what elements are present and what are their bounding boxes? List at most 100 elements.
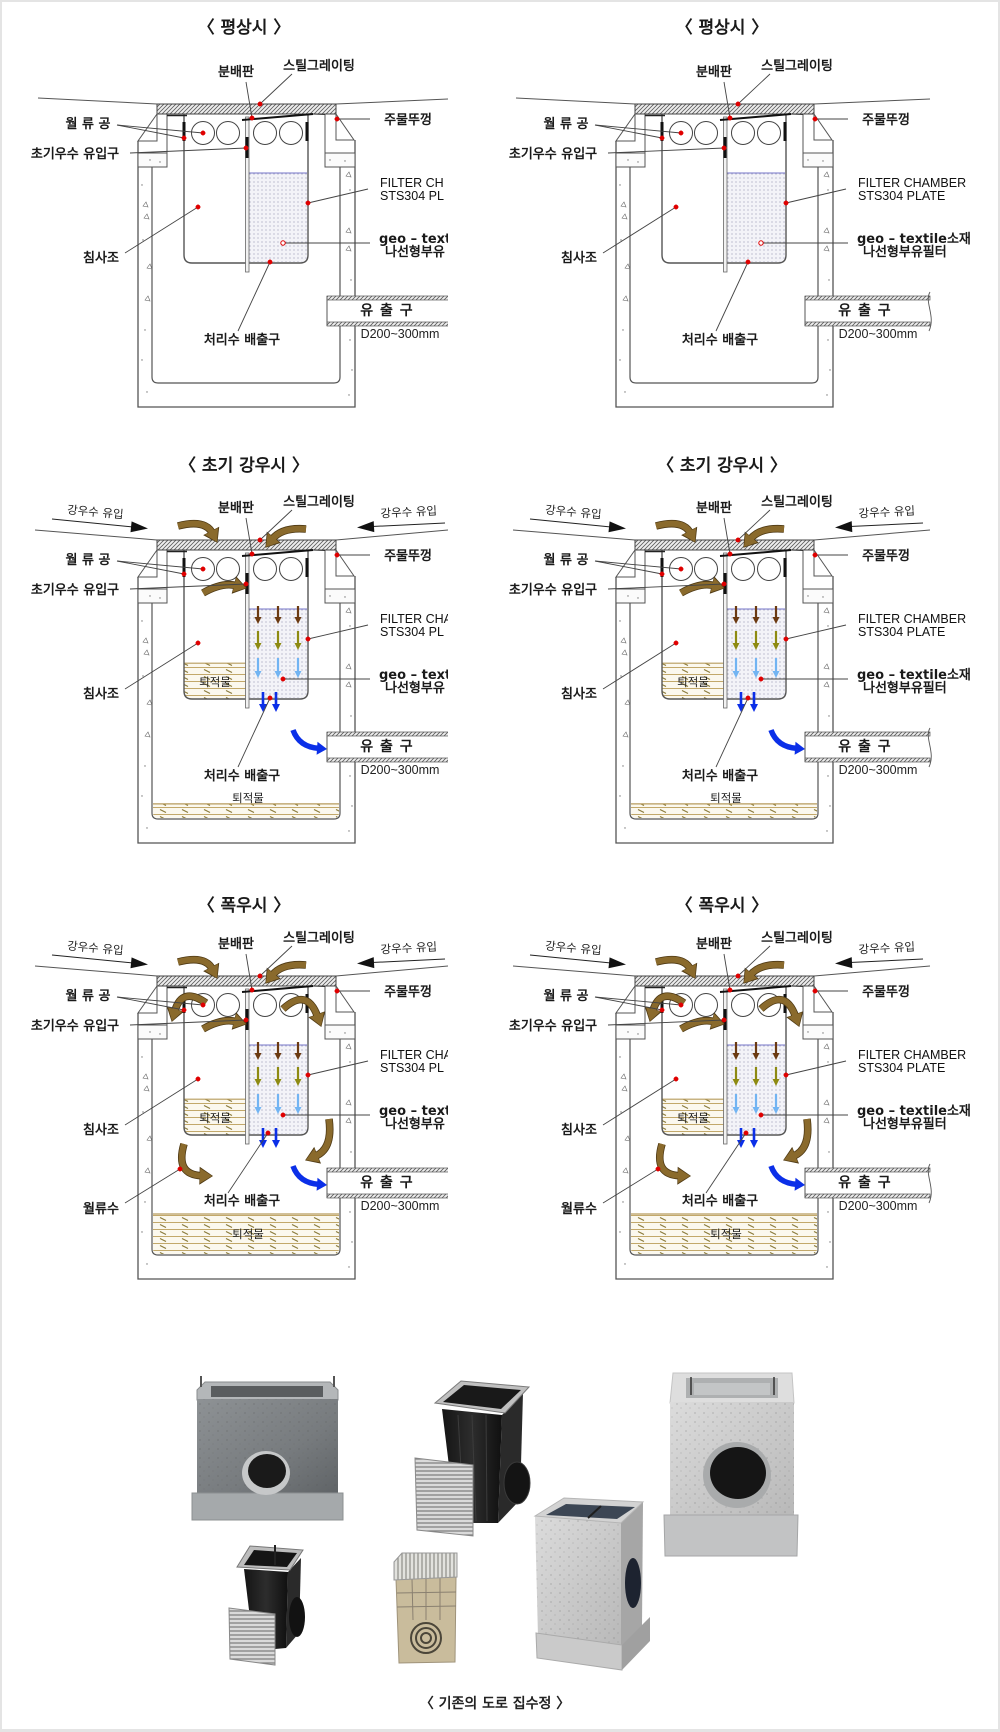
label-outflow-pipe: 유 출 구 — [838, 1174, 891, 1191]
filter-flow-arrow — [732, 1094, 740, 1114]
label-overflow-hole: 월 류 공 — [66, 116, 111, 132]
concrete-texture — [141, 1031, 353, 1268]
photo-concrete-catch-basin-angled — [533, 1497, 650, 1671]
arrow-head — [752, 1079, 760, 1086]
aggregate-mark — [142, 637, 149, 644]
marker-dot — [743, 1130, 749, 1136]
arrow-head — [752, 617, 760, 624]
photo-concrete-catch-basin-front — [191, 1376, 344, 1521]
marker-dot — [659, 135, 665, 141]
overflow-arrow — [166, 992, 209, 1022]
label-geotextile-1: geo – texti — [379, 232, 448, 247]
overflow-arrow — [644, 992, 687, 1022]
leader-line-overflow-hole — [594, 560, 663, 575]
inner-wall — [629, 1039, 819, 1256]
flow-arrows — [51, 518, 446, 755]
leader-line-distribution-plate — [723, 517, 731, 555]
marker-dot — [659, 571, 665, 577]
aggregate-dot — [619, 620, 621, 622]
arrow-head — [254, 1079, 262, 1086]
label-overflow-water: 월류수 — [561, 1201, 597, 1217]
marker-dot — [305, 1072, 311, 1078]
label-overflow-hole: 월 류 공 — [66, 552, 111, 568]
diagram-title: 〈 초기 강우시 〉 — [179, 455, 309, 476]
aggregate-mark — [143, 1085, 150, 1092]
concrete-texture — [141, 159, 353, 396]
concrete-slab-left — [137, 1024, 168, 1040]
marker-dot — [673, 1076, 679, 1082]
cast-cover-frame-right — [802, 548, 833, 589]
aggregate-mark — [823, 245, 830, 252]
catch-basin-structure — [137, 539, 448, 844]
arrow-head — [294, 1053, 302, 1060]
leader-line-filter-chamber-1 — [307, 1060, 369, 1076]
aggregate-mark — [620, 201, 627, 208]
aggregate-dot — [141, 795, 143, 797]
aggregate-dot — [344, 596, 346, 598]
label-cast-cover: 주물뚜껑 — [384, 985, 432, 1000]
arrow-head — [259, 1140, 267, 1148]
aggregate-dot — [827, 625, 829, 627]
aggregate-dot — [619, 184, 621, 186]
steel-grating — [156, 539, 337, 551]
aggregate-dot — [827, 189, 829, 191]
knockout-ring — [410, 1622, 442, 1654]
aggregate-mark — [620, 1073, 627, 1080]
arrow-head — [274, 671, 282, 678]
label-geotextile-2: 나선형부유 — [385, 1116, 445, 1132]
sediment-at-bottom — [153, 1214, 339, 1254]
marker-dot — [181, 571, 187, 577]
treated-water-arrow — [750, 692, 758, 712]
leader-line-first-flush-inlet — [129, 1019, 247, 1026]
marker-dot — [280, 676, 286, 682]
arrow-head — [732, 1079, 740, 1086]
label-steel-grating: 스틸그레이팅 — [283, 930, 355, 946]
marker-dot — [727, 987, 733, 993]
arrow-head — [274, 1053, 282, 1060]
filter-flow-arrow — [772, 631, 780, 650]
aggregate-mark — [144, 731, 151, 738]
marker-dot — [727, 551, 733, 557]
arrow-shaft — [290, 728, 320, 752]
label-geotextile-2: 나선형부유 — [385, 680, 445, 696]
label-treated-outlet: 처리수 배출구 — [682, 768, 758, 784]
aggregate-dot — [620, 239, 622, 241]
label-cast-cover: 주물뚜껑 — [384, 113, 432, 128]
rain-inflow-line-right — [849, 522, 924, 527]
aggregate-dot — [807, 595, 809, 597]
filter-flow-arrow — [274, 1094, 282, 1114]
road-line-right — [813, 98, 931, 105]
sediment-in-basin — [662, 663, 724, 699]
arrow-shaft — [649, 993, 686, 1013]
label-overflow-hole: 월 류 공 — [544, 116, 589, 132]
leader-line-overflow-water — [602, 1168, 659, 1204]
arrow-head — [294, 617, 302, 624]
plastic-grate — [393, 1552, 458, 1581]
aggregate-mark — [622, 295, 629, 302]
arrow-shaft — [269, 525, 307, 542]
aggregate-mark — [823, 681, 830, 688]
aggregate-mark — [345, 681, 352, 688]
rain-inflow-arrows — [529, 518, 924, 533]
label-sand-basin: 침사조 — [561, 1122, 597, 1138]
aggregate-dot — [141, 359, 143, 361]
arrow-shaft — [290, 1164, 320, 1188]
leader-line-sand-basin — [602, 642, 677, 690]
aggregate-dot — [141, 184, 143, 186]
aggregate-dot — [624, 391, 626, 393]
label-sand-basin: 침사조 — [83, 686, 119, 702]
label-steel-grating: 스틸그레이팅 — [761, 930, 833, 946]
filter-flow-arrow — [752, 606, 760, 624]
rain-inflow-line-left — [529, 518, 612, 528]
basin-base — [191, 1492, 344, 1521]
filter-flow-arrow — [294, 631, 302, 650]
rain-inflow-head-right — [357, 521, 375, 533]
overflow-arrow — [655, 1142, 691, 1185]
arrow-head — [732, 617, 740, 624]
label-cast-cover: 주물뚜껑 — [384, 549, 432, 564]
treated-water-arrow — [272, 692, 280, 712]
label-sediment-basin: 퇴적물 — [677, 675, 709, 689]
inlet-flow-arrow — [679, 1012, 725, 1033]
aggregate-dot — [829, 369, 831, 371]
